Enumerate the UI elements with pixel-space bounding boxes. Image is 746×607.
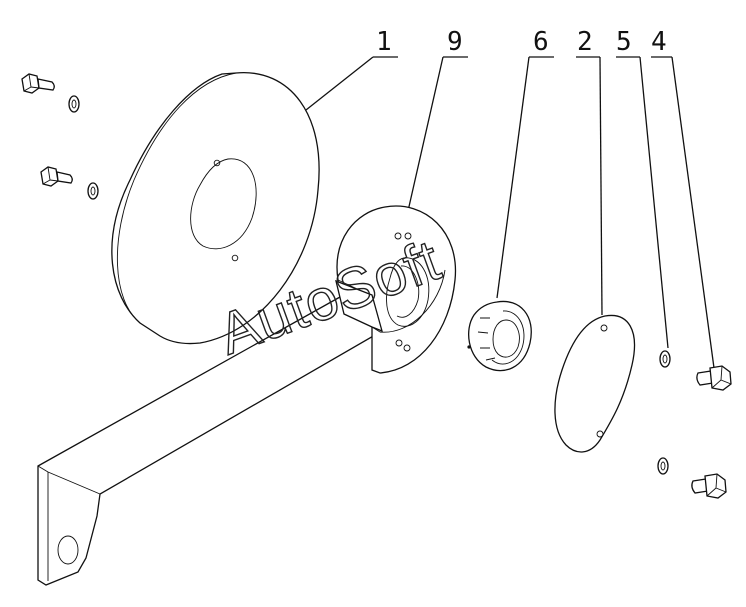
disc-part-1 <box>111 72 320 345</box>
bolt-right-upper <box>696 365 732 391</box>
callout-9: 9 <box>447 27 463 57</box>
callout-5: 5 <box>616 27 632 57</box>
washer-mid-left <box>87 182 99 200</box>
callout-group: 1 9 6 2 5 4 <box>285 27 715 369</box>
callout-4: 4 <box>651 27 667 57</box>
bearing-part-6 <box>467 300 532 372</box>
bolt-top-left <box>21 73 55 94</box>
bracket-part-9 <box>37 205 457 586</box>
washer-right-upper <box>659 350 671 368</box>
callout-1: 1 <box>376 27 392 57</box>
washer-right-lower <box>657 457 669 475</box>
callout-2: 2 <box>577 27 593 57</box>
cover-plate-part-2 <box>554 314 636 453</box>
bolt-right-lower <box>691 473 727 499</box>
washer-top-left <box>68 95 80 113</box>
bolt-mid-left <box>40 166 73 187</box>
callout-6: 6 <box>533 27 549 57</box>
